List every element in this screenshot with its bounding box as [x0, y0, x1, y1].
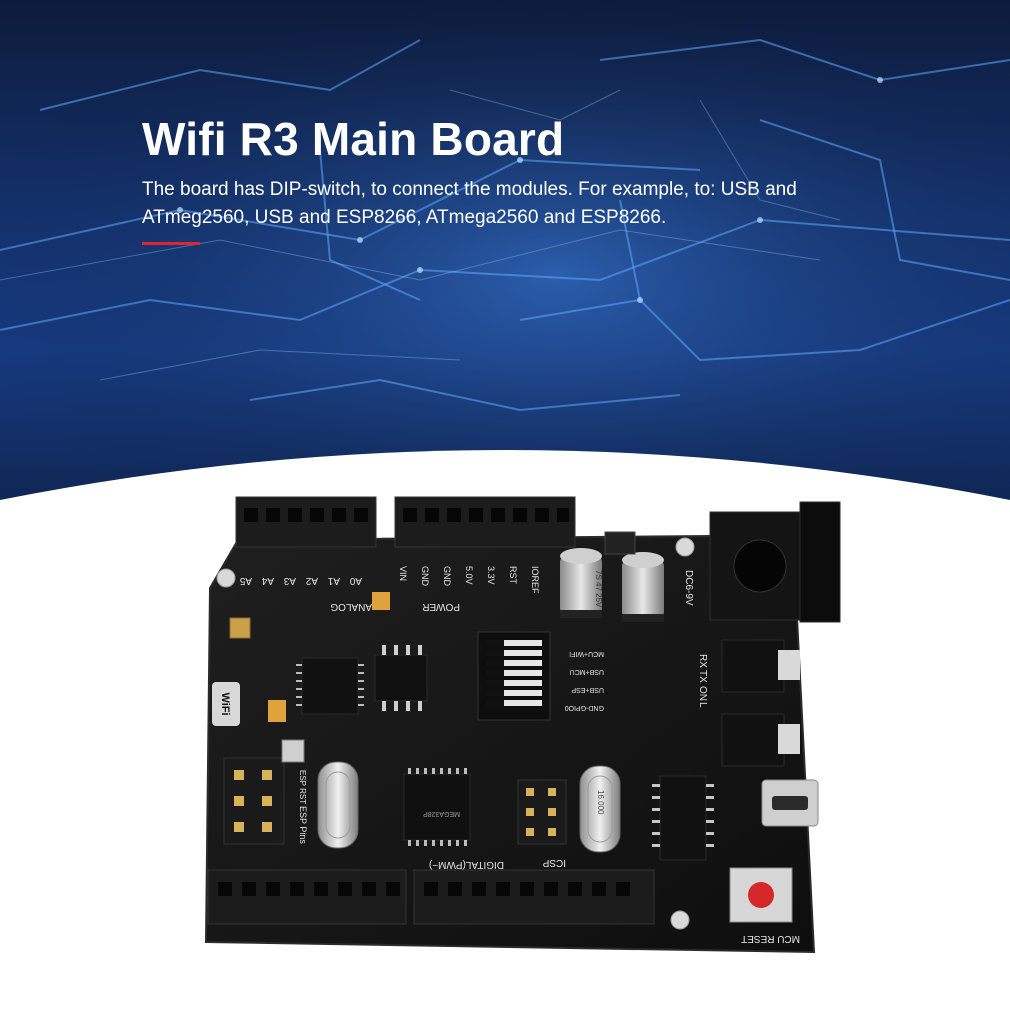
- pin-label: A0: [349, 575, 362, 586]
- pin-label: A4: [261, 575, 274, 586]
- esp-reset-button: [281, 739, 305, 763]
- analog-label: ANALOG: [330, 601, 372, 612]
- tuning-capacitor: [372, 592, 390, 610]
- dip-label: USB+ESP: [571, 686, 604, 693]
- esp-pin-header: [223, 757, 285, 845]
- analog-pin-labels: A5 A4 A3 A2 A1 A0: [239, 575, 362, 586]
- electrolytic-capacitor: [622, 552, 664, 622]
- electrolytic-capacitor: [560, 548, 602, 618]
- pin-label: RST: [508, 566, 518, 585]
- esp-rst-label: ESP RST: [298, 770, 307, 804]
- pin-label: 5.0V: [464, 566, 474, 585]
- digital-header-left: [207, 869, 407, 925]
- chip-marking: MEGA328P: [423, 810, 460, 817]
- tuning-capacitor: [268, 700, 286, 722]
- voltage-regulator: [721, 639, 800, 693]
- page-title: Wifi R3 Main Board: [142, 113, 565, 165]
- status-led-labels: RX TX ON L: [697, 654, 708, 708]
- digital-label: DIGITAL(PWM~): [429, 859, 504, 870]
- flash-chip: [374, 645, 428, 711]
- analog-header: [235, 496, 377, 548]
- power-selector: [604, 531, 636, 555]
- led-label: ON: [697, 686, 708, 701]
- dip-switch: [477, 631, 551, 721]
- crystal-mcu: [579, 765, 621, 853]
- usb-serial-chip: [652, 775, 714, 861]
- esp-pins-label: ESP Pins: [298, 806, 308, 844]
- led-label: RX: [697, 654, 708, 668]
- pin-label: 3.3V: [486, 566, 496, 585]
- dip-label: MCU+WIFI: [569, 650, 604, 657]
- icsp-header: [517, 779, 567, 845]
- pin-label: VIN: [398, 566, 408, 581]
- voltage-regulator: [721, 713, 800, 767]
- capacitor-marking: 7S 47 25V: [594, 570, 603, 608]
- atmega-chip: [403, 768, 471, 846]
- icsp-label: ICSP: [542, 857, 566, 868]
- led-label: TX: [697, 670, 708, 683]
- led-label: L: [697, 702, 708, 708]
- crystal-marking: 16.000: [596, 790, 605, 815]
- dip-label: USB+MCU: [570, 668, 604, 675]
- mcu-reset-label: MCU RESET: [741, 933, 800, 944]
- dc-power-jack: [709, 501, 841, 623]
- mcu-reset-button: [729, 867, 793, 923]
- dc-input-label: DC6-9V: [683, 570, 694, 606]
- power-label: POWER: [422, 601, 460, 612]
- circuit-background: [0, 0, 1010, 500]
- accent-divider: [142, 242, 200, 245]
- wifi-logo: WiFi: [212, 682, 240, 726]
- mounting-hole: [670, 910, 690, 930]
- pin-label: GND: [442, 566, 452, 587]
- pin-label: A3: [283, 575, 296, 586]
- antenna-connector: [229, 617, 251, 639]
- mounting-hole: [675, 537, 695, 557]
- dip-label: GND-GPIO0: [565, 704, 604, 711]
- pin-label: GND: [420, 566, 430, 587]
- pin-label: IOREF: [530, 566, 540, 594]
- page-description: The board has DIP-switch, to connect the…: [142, 179, 797, 228]
- micro-usb-port: [761, 779, 819, 827]
- pin-label: A1: [327, 575, 340, 586]
- esp-chip: [296, 657, 364, 715]
- pin-label: A2: [305, 575, 318, 586]
- mounting-hole: [216, 568, 236, 588]
- dip-mode-labels: MCU+WIFI USB+MCU USB+ESP GND-GPIO0: [565, 650, 604, 711]
- power-header: [394, 496, 576, 548]
- pin-label: A5: [239, 575, 252, 586]
- tech-banner: [0, 0, 1010, 500]
- power-pin-labels: VIN GND GND 5.0V 3.3V RST IOREF: [398, 566, 540, 594]
- digital-header-right: [413, 869, 655, 925]
- crystal-esp: [317, 761, 359, 849]
- svg-text:WiFi: WiFi: [219, 692, 231, 715]
